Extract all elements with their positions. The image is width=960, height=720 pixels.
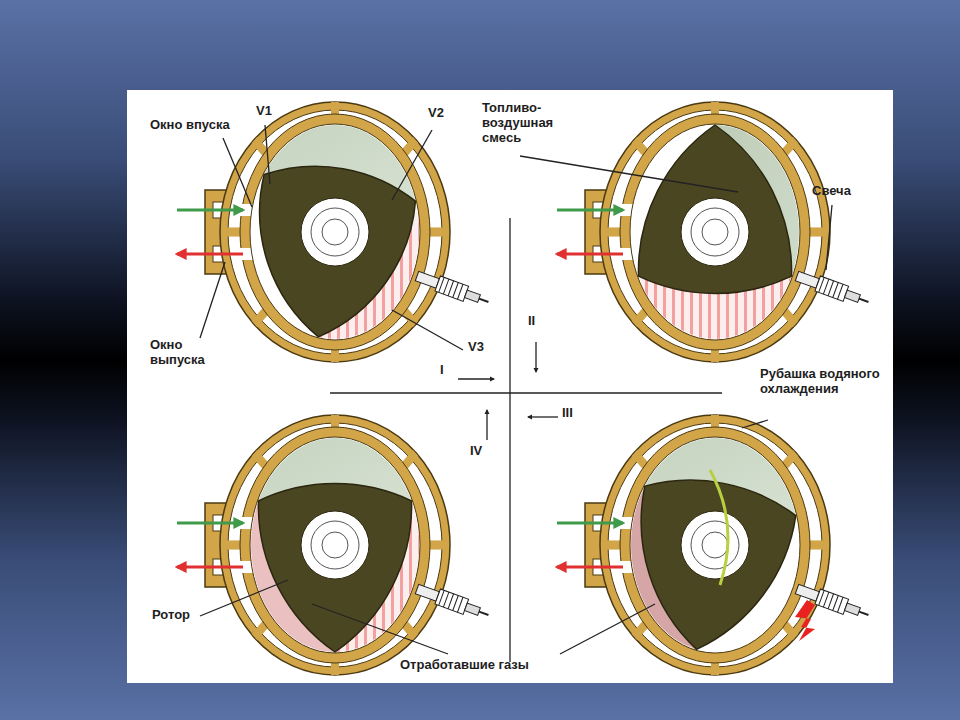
stage-arrow [486, 410, 487, 440]
leader-line [826, 205, 832, 270]
leader-line [200, 262, 225, 338]
rotor [258, 484, 411, 652]
divider [509, 218, 510, 662]
rotor-gear [301, 511, 369, 579]
intake-arrow [177, 522, 243, 525]
leader-line [520, 156, 738, 192]
callout-label: IV [470, 444, 482, 459]
engine-section [177, 32, 535, 432]
callout-label: Топливо-воздушная смесь [482, 101, 592, 146]
leader-line [200, 580, 288, 616]
intake-arrow [557, 209, 623, 212]
rotor [641, 480, 796, 649]
callout-label: V3 [468, 340, 484, 355]
exhaust-arrow [557, 566, 623, 569]
rotor-gear [681, 511, 749, 579]
leader-line [312, 604, 448, 654]
rotor-gear [681, 198, 749, 266]
callout-label: Рубашка водяного охлаждения [760, 367, 885, 397]
callout-label: Ротор [152, 608, 190, 623]
exhaust-arrow [177, 566, 243, 569]
shaft [322, 532, 348, 558]
engine-section [135, 345, 535, 720]
shaft-ring [311, 208, 359, 256]
intake-arrow [177, 209, 243, 212]
shaft [322, 219, 348, 245]
shaft-ring [311, 521, 359, 569]
leader-line [742, 420, 768, 428]
callout-label: I [440, 363, 444, 378]
flame-front [710, 470, 728, 585]
leader-line [392, 310, 463, 350]
divider [330, 392, 722, 393]
stage-arrow [535, 342, 536, 372]
rotor-gear [301, 198, 369, 266]
callout-label: Окно впуска [150, 118, 230, 133]
callout-label: V2 [428, 106, 444, 121]
shaft [702, 532, 728, 558]
callout-label: Отработавшие газы [400, 658, 529, 673]
shaft-ring [691, 521, 739, 569]
rotor [260, 166, 416, 337]
spark-plug [414, 581, 491, 622]
engine-section [542, 32, 915, 432]
callout-label: III [562, 406, 573, 421]
intake-arrow [557, 522, 623, 525]
callout-label: II [528, 314, 535, 329]
spark-plug [794, 268, 871, 309]
leader-line [560, 604, 655, 654]
stage-arrow [528, 416, 558, 417]
shaft [702, 219, 728, 245]
callout-label: Окно выпуска [150, 338, 230, 368]
callout-label: Свеча [812, 184, 851, 199]
engine-section [515, 345, 903, 720]
exhaust-arrow [557, 253, 623, 256]
spark-plug [414, 268, 491, 309]
callout-label: V1 [256, 104, 272, 119]
shaft-ring [691, 208, 739, 256]
leader-line [265, 125, 270, 184]
ignition-spark [795, 600, 815, 641]
exhaust-arrow [177, 253, 243, 256]
rotor [638, 125, 791, 293]
leader-line [392, 130, 432, 200]
leader-line [223, 138, 252, 207]
stage-arrow [458, 378, 494, 379]
